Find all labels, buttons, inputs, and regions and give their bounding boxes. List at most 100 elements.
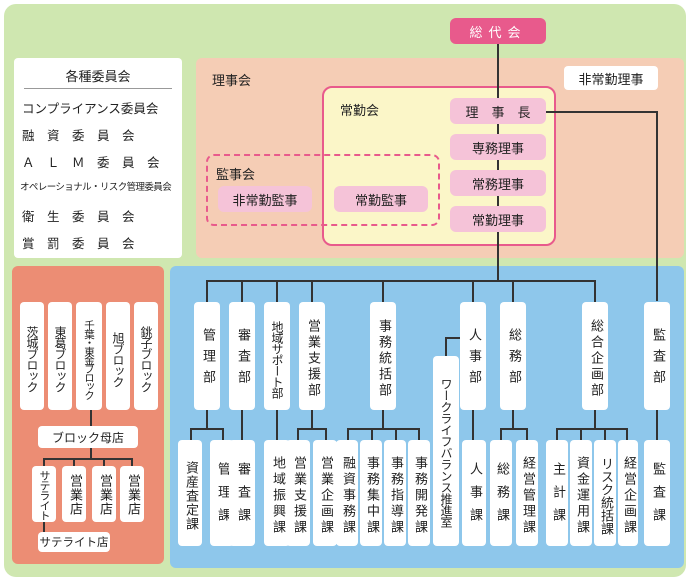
chairman-box: 理 事 長 xyxy=(450,98,546,124)
section-label: 事務指導課 xyxy=(388,456,403,536)
committee-item: 衛 生 委 員 会 xyxy=(22,209,135,224)
managing-director-box: 常務理事 xyxy=(450,170,546,196)
block-box: 東葛ブロック xyxy=(48,302,72,410)
section-label: 経営管理課 xyxy=(520,456,535,536)
branch-type-label: 営業店 xyxy=(67,474,82,516)
section-box: 人事課 xyxy=(462,440,486,546)
section-box: 資産査定課 xyxy=(178,440,202,546)
department-box-shinsa: 審査部 xyxy=(229,302,255,410)
block-box: 茨城ブロック xyxy=(20,302,44,410)
department-label: 管理部 xyxy=(200,327,215,391)
satellite-branch-box: サテライト店 xyxy=(38,532,110,552)
section-label: 資金運用課 xyxy=(574,456,589,536)
section-label: 管理課 xyxy=(215,461,230,531)
section-label: 総務課 xyxy=(494,461,509,531)
section-label: 事務集中課 xyxy=(364,456,379,536)
senior-managing-director-label: 専務理事 xyxy=(471,141,524,157)
committee-item: オペレーショナル・リスク管理委員会 xyxy=(20,182,172,193)
committees-divider xyxy=(24,88,172,89)
chairman-label: 理 事 長 xyxy=(465,105,531,121)
committee-item: コンプライアンス委員会 xyxy=(22,101,159,116)
section-box: 営業企画課 xyxy=(313,440,337,546)
section-box: リスク統括課 xyxy=(594,440,616,546)
committee-item: 融 資 委 員 会 xyxy=(22,128,135,143)
section-label: 人事課 xyxy=(467,461,482,531)
department-label: 地域サポート部 xyxy=(270,320,284,398)
section-label: 融資事務課 xyxy=(340,456,355,536)
section-label: 経営企画課 xyxy=(621,456,636,536)
section-box: 監査課 xyxy=(644,440,670,546)
block-label: 旭ブロック xyxy=(111,331,125,387)
section-box: 総務課 xyxy=(490,440,512,546)
worklife-office-box: ワークライフバランス推進室 xyxy=(433,356,459,546)
branch-type-box: 営業店 xyxy=(120,466,144,522)
standing-board-title: 常勤会 xyxy=(340,104,380,119)
department-box-kanri: 管理部 xyxy=(194,302,220,410)
section-label: 営業企画課 xyxy=(318,456,333,536)
standing-auditor-label: 常勤監事 xyxy=(354,193,407,209)
nonstanding-directors-box: 非常勤理事 xyxy=(564,66,658,90)
standing-director-label: 常勤理事 xyxy=(471,213,524,229)
section-box: 融資事務課 xyxy=(336,440,358,546)
department-box-somu: 総務部 xyxy=(500,302,526,410)
department-label: 人事部 xyxy=(466,327,481,391)
section-box: 主計課 xyxy=(546,440,568,546)
branch-type-box: 営業店 xyxy=(92,466,116,522)
committees-panel: 各種委員会 コンプライアンス委員会 融 資 委 員 会 Ａ Ｌ Ｍ 委 員 会 … xyxy=(14,58,182,258)
section-label: 監査課 xyxy=(650,461,665,531)
block-parent-box: ブロック母店 xyxy=(38,426,138,448)
committees-title: 各種委員会 xyxy=(65,69,131,85)
section-label: 地域振興課 xyxy=(270,456,285,536)
committee-item: 賞 罰 委 員 会 xyxy=(22,236,135,251)
branch-type-label: 営業店 xyxy=(97,474,112,516)
worklife-office-label: ワークライフバランス推進室 xyxy=(439,378,453,528)
section-label: 審査課 xyxy=(235,461,250,531)
department-label: 総務部 xyxy=(506,327,521,391)
section-box: 事務開発課 xyxy=(408,440,430,546)
standing-auditor-box: 常勤監事 xyxy=(334,186,428,212)
section-box: 資金運用課 xyxy=(570,440,592,546)
general-assembly-box: 総代会 xyxy=(450,18,546,44)
auditors-title: 監事会 xyxy=(216,168,256,183)
branch-type-box: サテライト xyxy=(32,466,56,522)
department-box-chiiki: 地域サポート部 xyxy=(264,302,290,410)
department-box-kansa: 監査部 xyxy=(644,302,670,410)
department-box-jimu: 事務統括部 xyxy=(370,302,396,410)
senior-managing-director-box: 専務理事 xyxy=(450,134,546,160)
section-box: 経営管理課 xyxy=(516,440,538,546)
block-label: 東葛ブロック xyxy=(53,326,67,392)
section-box: 営業支援課 xyxy=(286,440,310,546)
nonstanding-auditor-box: 非常勤監事 xyxy=(218,186,312,212)
section-label: 主計課 xyxy=(550,461,565,531)
department-box-eigyo: 営業支援部 xyxy=(299,302,325,410)
section-box: 地域振興課 xyxy=(264,440,290,546)
branch-type-label: 営業店 xyxy=(125,474,140,516)
nonstanding-auditor-label: 非常勤監事 xyxy=(232,193,298,209)
section-label: 事務開発課 xyxy=(412,456,427,536)
department-label: 営業支援部 xyxy=(305,319,320,399)
section-box: 事務集中課 xyxy=(360,440,382,546)
branch-type-label: サテライト xyxy=(38,470,51,520)
department-label: 総合企画部 xyxy=(588,319,603,399)
satellite-branch-label: サテライト店 xyxy=(39,535,109,549)
general-assembly-label: 総代会 xyxy=(469,25,527,41)
block-label: 茨城ブロック xyxy=(25,326,39,392)
department-box-jinji: 人事部 xyxy=(460,302,486,410)
department-label: 監査部 xyxy=(650,327,665,391)
auditors-region xyxy=(206,154,440,226)
board-title: 理事会 xyxy=(212,74,252,89)
block-label: 千葉・東金ブロック xyxy=(83,319,95,399)
section-box: 経営企画課 xyxy=(618,440,638,546)
block-parent-label: ブロック母店 xyxy=(51,430,124,445)
block-box: 千葉・東金ブロック xyxy=(76,302,102,410)
block-box: 旭ブロック xyxy=(106,302,130,410)
block-label: 銚子ブロック xyxy=(139,326,153,392)
block-box: 銚子ブロック xyxy=(134,302,158,410)
branch-type-box: 営業店 xyxy=(62,466,86,522)
department-box-sogo: 総合企画部 xyxy=(582,302,608,410)
department-label: 事務統括部 xyxy=(376,319,391,399)
committee-item: Ａ Ｌ Ｍ 委 員 会 xyxy=(22,155,160,170)
section-box: 審査課 xyxy=(229,440,255,546)
section-label: 営業支援課 xyxy=(291,456,306,536)
section-box: 事務指導課 xyxy=(384,440,406,546)
